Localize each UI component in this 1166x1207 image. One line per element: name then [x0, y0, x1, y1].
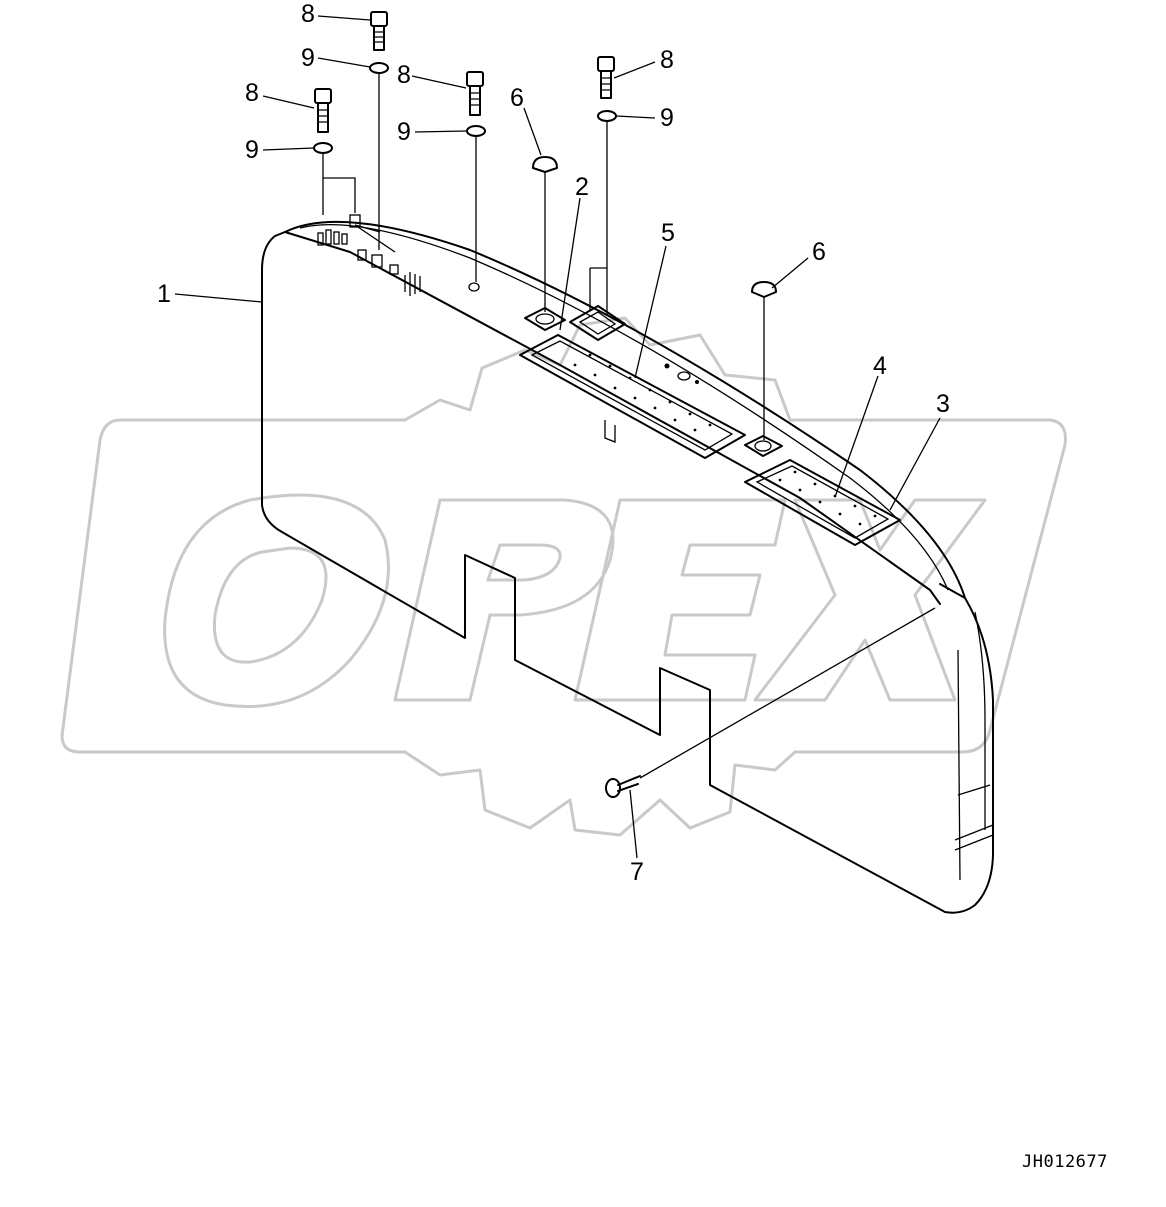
plate-right-outline	[744, 459, 901, 546]
assembly-lines	[322, 73, 936, 779]
mount-bracket	[569, 305, 626, 341]
pad-left-hole	[535, 313, 555, 325]
hole-plate	[677, 371, 691, 381]
rivet	[605, 775, 641, 798]
weight-top-inner-edge	[299, 224, 949, 591]
callout-5: 5	[661, 219, 675, 247]
callout-labels: 8 9 8 8 9 9 6 8 9 2 5 1 6 4 3 7	[157, 0, 950, 886]
callout-9-top: 9	[301, 44, 315, 72]
hole-middle	[468, 282, 480, 292]
bolt-middle	[466, 71, 484, 116]
plug-left	[532, 156, 558, 173]
weight-top-front-edge	[284, 231, 941, 605]
watermark-letter-x	[753, 498, 987, 702]
watermark-letter-o	[163, 493, 390, 709]
callout-9-left: 9	[245, 136, 259, 164]
watermark-letter-e	[573, 498, 787, 702]
watermark-letter-p	[393, 498, 615, 702]
callout-leaders	[174, 15, 941, 859]
pad-right	[744, 435, 783, 457]
callout-4: 4	[873, 352, 887, 380]
plate-left-outline	[519, 334, 746, 459]
callout-9-middle: 9	[397, 118, 411, 146]
top-fittings	[317, 214, 901, 546]
hole-dot-b	[695, 380, 699, 384]
weight-top-back-edge	[284, 220, 966, 599]
callout-8-left: 8	[245, 79, 259, 107]
plate-right-inner	[755, 465, 890, 539]
callout-7: 7	[630, 858, 644, 886]
hole-dot-a	[664, 363, 670, 369]
counterweight-body	[261, 220, 994, 914]
washer-middle	[466, 125, 486, 137]
callout-8-right: 8	[660, 46, 674, 74]
pad-right-hole	[754, 440, 772, 452]
callout-8-top: 8	[301, 0, 315, 28]
watermark-logo	[60, 316, 1067, 837]
bolt-top	[370, 11, 388, 51]
callout-8-middle: 8	[397, 61, 411, 89]
weight-front-face	[261, 231, 994, 914]
callout-6-right: 6	[812, 238, 826, 266]
callout-2: 2	[575, 173, 589, 201]
mount-bracket-inner	[578, 311, 617, 335]
weight-end-panel-lines	[954, 611, 994, 881]
weight-small-notch	[604, 420, 616, 443]
bolt-right	[597, 56, 615, 99]
plate-left-inner	[530, 340, 734, 451]
bolt-left	[314, 88, 332, 133]
drawing-code: JH012677	[1022, 1152, 1108, 1172]
washer-top	[369, 62, 389, 74]
weight-slot-left	[464, 554, 516, 660]
washer-left	[313, 142, 333, 154]
washer-right	[597, 110, 617, 122]
callout-1: 1	[157, 280, 171, 308]
plate-dot-pattern	[573, 353, 877, 526]
weight-slot-right	[659, 667, 711, 785]
left-fittings	[317, 214, 421, 296]
plug-right	[751, 281, 777, 298]
callout-6-left: 6	[510, 84, 524, 112]
watermark-gear-outline	[60, 316, 1067, 837]
fasteners	[313, 11, 777, 798]
callout-3: 3	[936, 390, 950, 418]
callout-9-right: 9	[660, 104, 674, 132]
pad-left	[524, 307, 566, 331]
